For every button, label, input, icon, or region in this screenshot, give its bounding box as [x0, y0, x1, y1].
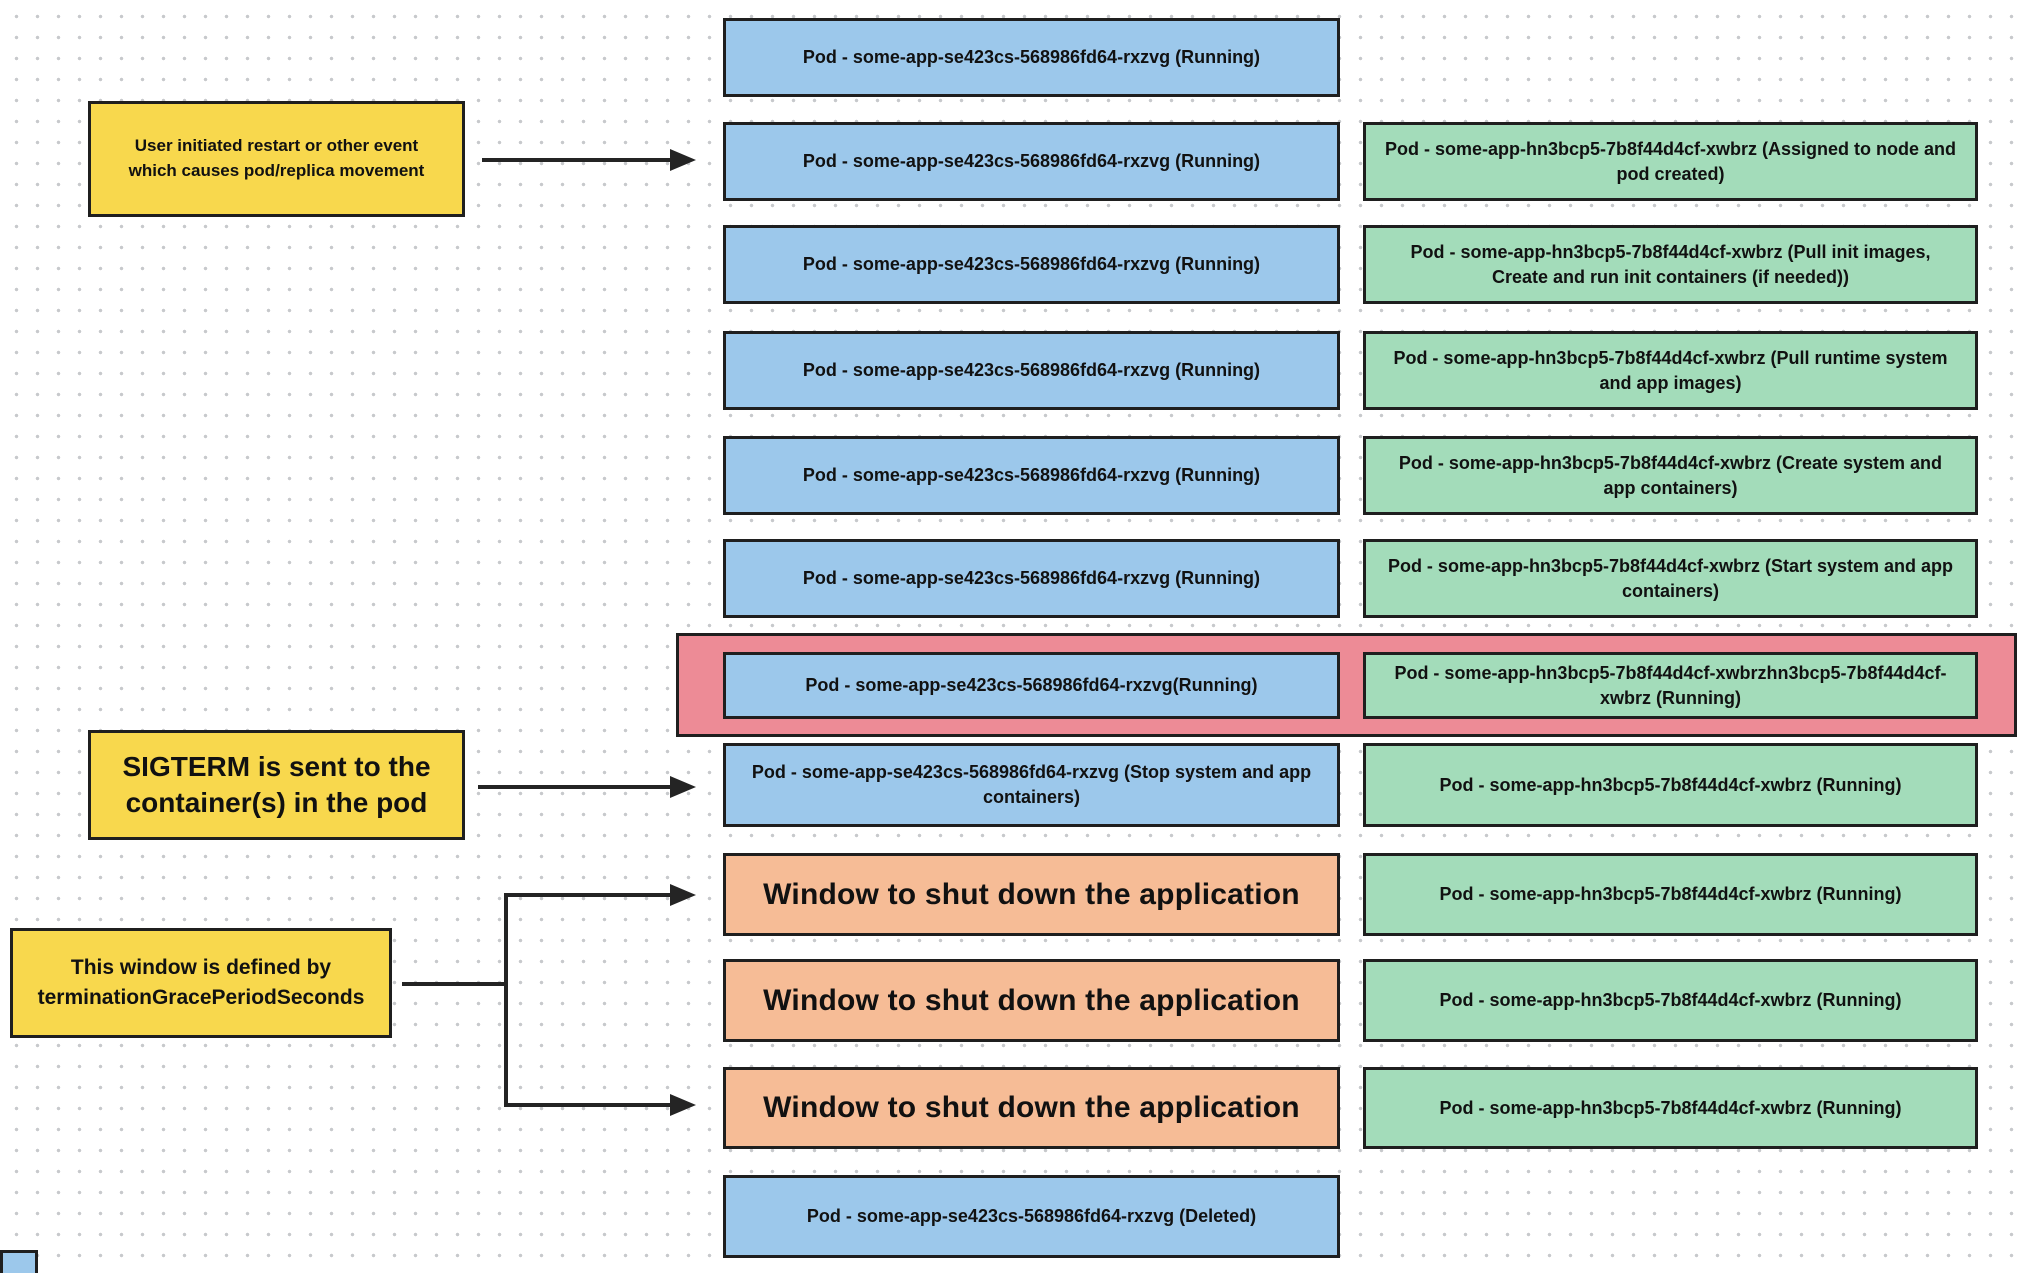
window-box-row-10-left[interactable]: Window to shut down the application — [723, 959, 1340, 1042]
pod-box-row-9-right[interactable]: Pod - some-app-hn3bcp5-7b8f44d4cf-xwbrz … — [1363, 853, 1978, 936]
pod-box-row-7-left[interactable]: Pod - some-app-se423cs-568986fd64-rxzvg(… — [723, 652, 1340, 719]
arrow-sigterm-line — [478, 785, 672, 789]
pod-box-row-6-right[interactable]: Pod - some-app-hn3bcp5-7b8f44d4cf-xwbrz … — [1363, 539, 1978, 618]
pod-box-row-4-right[interactable]: Pod - some-app-hn3bcp5-7b8f44d4cf-xwbrz … — [1363, 331, 1978, 410]
arrow-window-bottom-line — [506, 1103, 672, 1107]
pod-box-row-5-left[interactable]: Pod - some-app-se423cs-568986fd64-rxzvg … — [723, 436, 1340, 515]
arrow-window-bottom-head-icon — [670, 1094, 696, 1116]
pod-box-row-10-right[interactable]: Pod - some-app-hn3bcp5-7b8f44d4cf-xwbrz … — [1363, 959, 1978, 1042]
pod-box-row-6-left[interactable]: Pod - some-app-se423cs-568986fd64-rxzvg … — [723, 539, 1340, 618]
pod-box-row-7-right[interactable]: Pod - some-app-hn3bcp5-7b8f44d4cf-xwbrzh… — [1363, 652, 1978, 719]
pod-box-row-8-left[interactable]: Pod - some-app-se423cs-568986fd64-rxzvg … — [723, 743, 1340, 827]
pod-box-row-5-right[interactable]: Pod - some-app-hn3bcp5-7b8f44d4cf-xwbrz … — [1363, 436, 1978, 515]
arrow-sigterm-head-icon — [670, 776, 696, 798]
arrow-restart-line — [482, 158, 672, 162]
window-box-row-11-left[interactable]: Window to shut down the application — [723, 1067, 1340, 1149]
pod-box-row-1-left[interactable]: Pod - some-app-se423cs-568986fd64-rxzvg … — [723, 18, 1340, 97]
pod-box-row-2-left[interactable]: Pod - some-app-se423cs-568986fd64-rxzvg … — [723, 122, 1340, 201]
pod-box-row-4-left[interactable]: Pod - some-app-se423cs-568986fd64-rxzvg … — [723, 331, 1340, 410]
pod-box-row-8-right[interactable]: Pod - some-app-hn3bcp5-7b8f44d4cf-xwbrz … — [1363, 743, 1978, 827]
bracket-vertical-line — [504, 893, 508, 1107]
pod-box-row-3-right[interactable]: Pod - some-app-hn3bcp5-7b8f44d4cf-xwbrz … — [1363, 225, 1978, 304]
pod-box-row-3-left[interactable]: Pod - some-app-se423cs-568986fd64-rxzvg … — [723, 225, 1340, 304]
arrow-window-top-head-icon — [670, 884, 696, 906]
label-restart-event[interactable]: User initiated restart or other event wh… — [88, 101, 465, 217]
bracket-stub-line — [402, 982, 508, 986]
canvas-shape-fragment[interactable] — [0, 1250, 38, 1273]
arrow-window-top-line — [506, 893, 672, 897]
label-sigterm[interactable]: SIGTERM is sent to the container(s) in t… — [88, 730, 465, 840]
pod-box-row-12-left[interactable]: Pod - some-app-se423cs-568986fd64-rxzvg … — [723, 1175, 1340, 1258]
label-grace-period[interactable]: This window is defined by terminationGra… — [10, 928, 392, 1038]
pod-box-row-2-right[interactable]: Pod - some-app-hn3bcp5-7b8f44d4cf-xwbrz … — [1363, 122, 1978, 201]
arrow-restart-head-icon — [670, 149, 696, 171]
window-box-row-9-left[interactable]: Window to shut down the application — [723, 853, 1340, 936]
pod-box-row-11-right[interactable]: Pod - some-app-hn3bcp5-7b8f44d4cf-xwbrz … — [1363, 1067, 1978, 1149]
